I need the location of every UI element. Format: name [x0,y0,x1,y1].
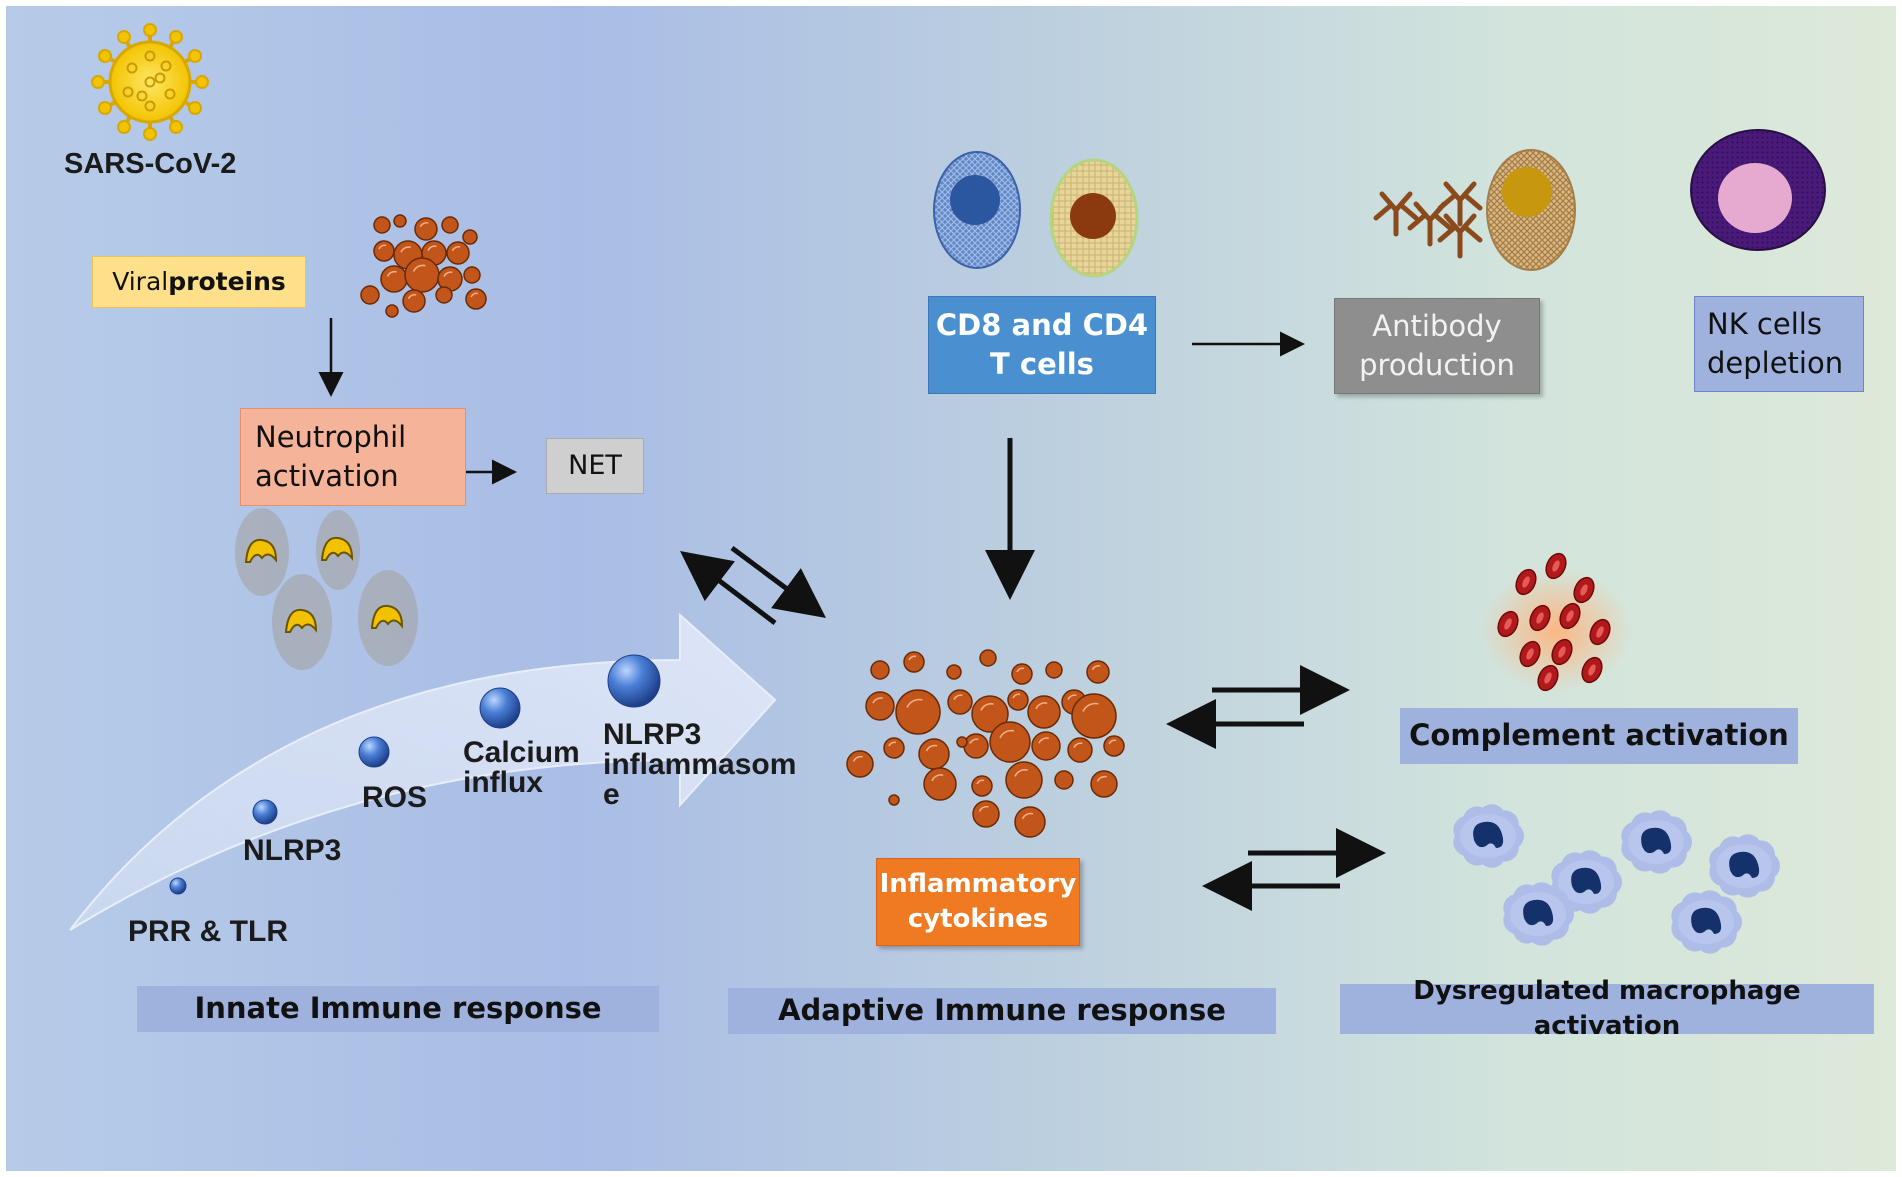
antibody-icons [1373,181,1483,259]
pathway-balls [169,654,661,895]
cytokines-line1: Inflammatory [879,868,1077,899]
pathway-arrow [69,612,777,931]
net-box: NET [546,438,644,494]
step-nlrp3-inflammasome: NLRP3 inflammasom e [603,718,797,811]
step-nlrp3: NLRP3 [243,834,342,867]
virus-icon [91,23,209,141]
neutrophil-cells [235,508,418,670]
step-calcium-influx: Calcium influx [463,736,580,799]
antibody-line1: Antibody [1372,308,1502,343]
innate-immune-box: Innate Immune response [137,986,659,1032]
macrophage-activation-box: Dysregulated macrophage activation [1340,976,1874,1041]
macrophage-cells [1453,804,1780,954]
neutrophil-line1: Neutrophil [255,419,407,454]
arrow-innate-to-adaptive [730,545,827,618]
viral-protein-cluster [360,214,487,318]
neutrophil-line2: activation [255,459,399,493]
t-cells-line2: T cells [990,347,1094,381]
inflammatory-cytokines-box: Inflammatory cytokines [876,858,1080,946]
nk-cells-box: NK cells depletion [1694,296,1864,392]
antibody-production-box: Antibody production [1334,298,1540,394]
antibody-line2: production [1359,348,1515,382]
nk-line2: depletion [1707,346,1844,380]
cytokine-cluster [846,649,1125,838]
viral-proteins-box: Viral proteins [92,256,306,308]
nk-line1: NK cells [1707,306,1822,341]
t-cells-line1: CD8 and CD4 [935,307,1149,342]
virus-label: SARS-CoV-2 [64,148,237,180]
neutrophil-activation-box: Neutrophil activation [240,408,466,506]
step-prr-tlr: PRR & TLR [128,915,288,948]
adaptive-immune-box: Adaptive Immune response [728,988,1276,1034]
t-cells-box: CD8 and CD4 T cells [928,296,1156,394]
cytokines-line2: cytokines [907,904,1049,934]
arrow-adaptive-to-innate [680,550,777,625]
complement-cells [1497,552,1611,692]
complement-activation-box: Complement activation [1400,708,1798,764]
step-ros: ROS [362,781,428,814]
